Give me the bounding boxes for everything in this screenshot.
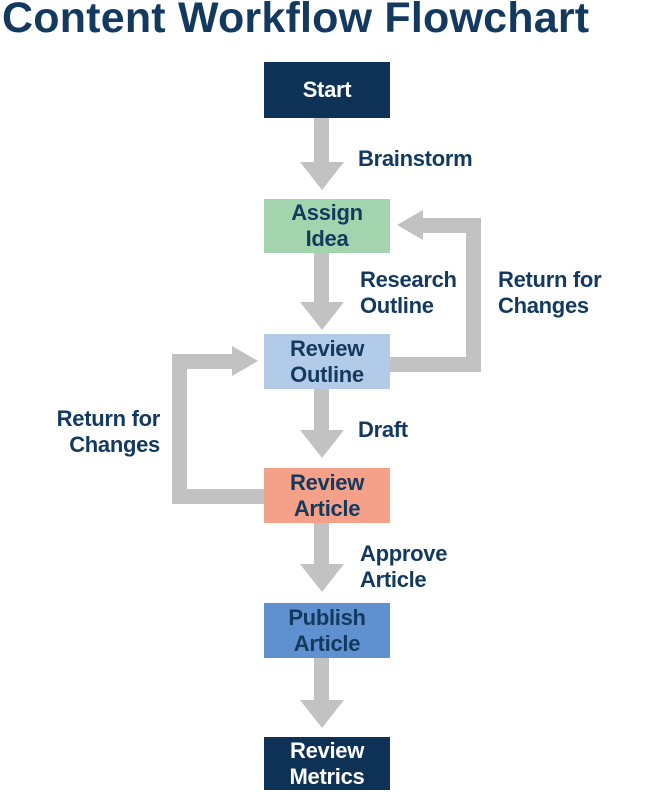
label-research-outline: Research Outline [360, 267, 457, 318]
node-review-metrics-label: Review Metrics [289, 737, 365, 789]
node-assign-idea: Assign Idea [264, 199, 390, 253]
arrow-shaft [314, 253, 329, 303]
loop-segment [423, 218, 481, 233]
loop-segment [172, 354, 187, 504]
node-publish-article-label: Publish Article [288, 604, 366, 656]
node-publish-article: Publish Article [264, 603, 390, 658]
arrow-shaft [314, 118, 329, 163]
node-review-article-label: Review Article [289, 469, 365, 521]
label-brainstorm: Brainstorm [358, 146, 473, 171]
page-title: Content Workflow Flowchart [2, 0, 590, 42]
node-assign-idea-label: Assign Idea [291, 200, 363, 251]
arrow-left-icon [397, 210, 423, 240]
node-review-outline-label: Review Outline [289, 335, 365, 387]
arrow-right-icon [232, 346, 258, 376]
node-review-outline: Review Outline [264, 334, 390, 389]
arrow-down-icon [300, 564, 344, 592]
arrow-down-icon [300, 700, 344, 728]
loop-segment [466, 218, 481, 372]
arrow-shaft [314, 523, 329, 565]
arrow-down-icon [300, 302, 344, 330]
node-start-label: Start [302, 77, 352, 102]
label-return-for-changes-right: Return for Changes [498, 267, 602, 318]
label-return-for-changes-left: Return for Changes [56, 406, 161, 457]
label-approve-article: Approve Article [360, 541, 448, 592]
arrow-down-icon [300, 162, 344, 190]
arrow-shaft [314, 658, 329, 701]
label-draft: Draft [358, 417, 408, 442]
node-start: Start [264, 62, 390, 118]
node-review-article: Review Article [264, 468, 390, 523]
loop-segment [172, 489, 264, 504]
loop-segment [172, 354, 232, 369]
arrow-down-icon [300, 430, 344, 458]
arrow-shaft [314, 389, 329, 431]
node-review-metrics: Review Metrics [264, 737, 390, 790]
loop-segment [390, 357, 481, 372]
